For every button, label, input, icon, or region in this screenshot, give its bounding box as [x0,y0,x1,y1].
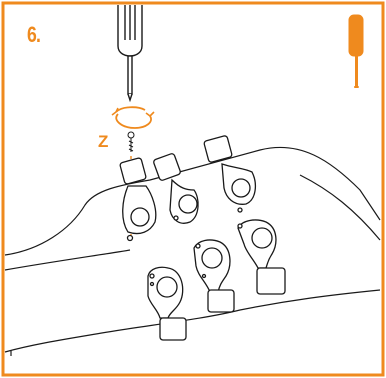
guitar-headstock [4,146,381,356]
tuner-bottom-1 [147,266,187,341]
screw-icon [127,131,135,152]
rotation-arrows-icon [111,106,155,129]
tuner-top-1 [119,157,157,242]
tuner-top-2 [153,153,199,224]
tuner-top-3 [203,135,257,213]
tuner-bottom-2 [193,239,235,313]
rotation-axis-label: Z [98,132,109,151]
step-number: 6. [27,22,41,47]
orange-screwdriver-icon [348,14,364,88]
phillips-screwdriver-icon [117,5,143,103]
tuner-bottom-3 [237,219,286,295]
